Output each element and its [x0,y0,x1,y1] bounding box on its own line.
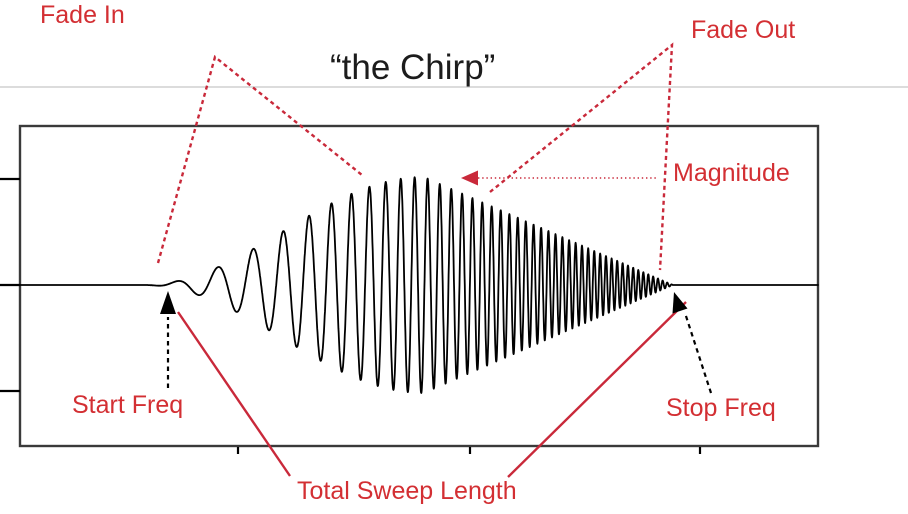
fade-out-callout-line [489,42,674,271]
fade-in-callout-line [156,54,363,264]
magnitude-label: Magnitude [673,159,790,187]
total-sweep-length-label: Total Sweep Length [297,477,517,505]
x-axis-ticks [236,447,702,454]
magnitude-arrowhead-icon [461,170,478,186]
start-freq-arrowhead-icon [160,291,176,314]
page-title: “the Chirp” [330,48,496,87]
fade-out-label: Fade Out [691,16,796,44]
stop-freq-arrowhead-icon [672,292,688,314]
stop-freq-label: Stop Freq [666,394,776,422]
sweep-length-line-right [507,301,687,478]
stop-freq-arrow-shaft [683,312,713,394]
start-freq-label: Start Freq [72,391,184,419]
sweep-length-line-left [177,311,291,477]
fade-in-label: Fade In [40,1,125,29]
y-axis-ticks [0,177,20,393]
chirp-waveform [19,176,819,394]
